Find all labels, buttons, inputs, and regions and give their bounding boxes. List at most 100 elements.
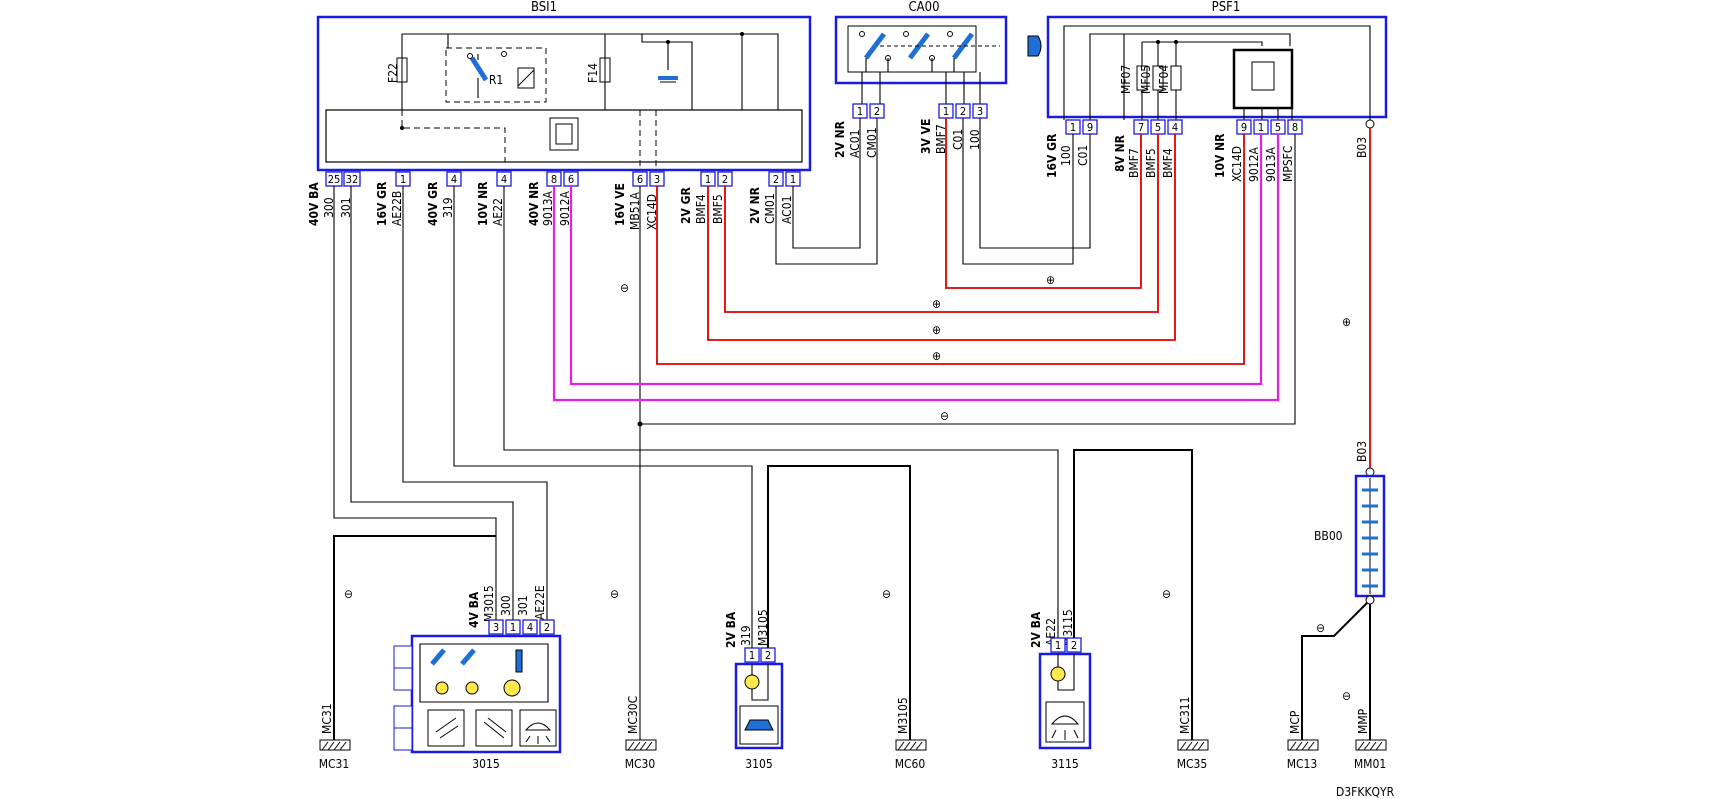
- component-3115: 2V BA AE22 M3115 1 2 3115: [1029, 609, 1092, 771]
- battery-label: BB00: [1314, 529, 1343, 543]
- bsi1-pin: 6: [568, 173, 574, 186]
- fuse-f14-label: F14: [586, 63, 600, 83]
- bsi1-pin: 25: [328, 173, 341, 186]
- psf1-pin: 8: [1292, 121, 1298, 134]
- battery-bb00: B03 BB00: [1314, 441, 1386, 605]
- ca00-pin: 1: [857, 105, 863, 118]
- positive-marker: ⊕: [932, 349, 941, 363]
- reading-light-icon: [475, 709, 513, 747]
- connector-label: 16V GR: [1045, 133, 1059, 178]
- ground-label: MC30: [625, 757, 656, 771]
- fuse-mf04-icon: [1170, 65, 1182, 91]
- wire-label: 100: [1059, 145, 1073, 166]
- wire-label: AC01: [780, 196, 794, 224]
- relay-label: R1: [489, 73, 503, 87]
- wire-label: 301: [516, 595, 530, 616]
- lamp-icon: [1050, 666, 1066, 682]
- bsi1-pin: 1: [705, 173, 711, 186]
- ground-label: MC13: [1287, 757, 1318, 771]
- ca00-pin: 1: [943, 105, 949, 118]
- c3105-label: 3105: [745, 757, 772, 771]
- component-3105: 2V BA 319 M3105 1 2 3105: [724, 609, 784, 771]
- negative-marker: ⊖: [620, 281, 629, 295]
- connector-label: 4V BA: [467, 591, 481, 628]
- connector-label: 10V NR: [476, 181, 490, 226]
- c3115-pin: 1: [1055, 639, 1061, 652]
- wire-label: XC14D: [1230, 146, 1244, 182]
- connector-label: 10V NR: [1213, 133, 1227, 178]
- wire-label: MPSFC: [1281, 146, 1295, 182]
- ground-wire-label: MMP: [1356, 708, 1370, 734]
- wire-label: M3115: [1061, 609, 1075, 646]
- c3015-pin: 4: [527, 621, 533, 634]
- ground-wire-label: MC31: [320, 703, 334, 734]
- c3115-label: 3115: [1051, 757, 1078, 771]
- ca00-pin: 2: [874, 105, 880, 118]
- wire-label: CM01: [763, 193, 777, 224]
- ignition-key-icon: [1027, 35, 1042, 57]
- wire-label: AC01: [848, 130, 862, 158]
- wire-label: 9012A: [1247, 147, 1261, 182]
- psf1-chip-icon: [1251, 61, 1275, 91]
- wire-label: 319: [739, 625, 753, 646]
- connector-label: 2V BA: [724, 611, 738, 648]
- bsi1-pin: 2: [722, 173, 728, 186]
- wire-label: BMF4: [1161, 148, 1175, 178]
- negative-marker: ⊖: [1162, 587, 1171, 601]
- ground-label: MC35: [1177, 757, 1208, 771]
- fuse-mf07-icon: [1136, 65, 1148, 91]
- ground-mc35: MC311 MC35: [1177, 697, 1209, 771]
- relay-contact-icon: [469, 56, 489, 82]
- wire-label: 300: [499, 595, 513, 616]
- lamp-icon: [503, 679, 521, 697]
- wire-label: MB51A: [628, 192, 642, 230]
- wire-label: BMF4: [694, 194, 708, 224]
- negative-marker: ⊖: [344, 587, 353, 601]
- ground-label: MC31: [319, 757, 350, 771]
- negative-marker: ⊖: [1342, 689, 1351, 703]
- ground-mm01: MMP MM01: [1354, 708, 1387, 771]
- component-3015: 4V BA M3015 300 301 AE22E 3 1 4 2 3015: [393, 585, 562, 771]
- psf1-pin: 5: [1275, 121, 1281, 134]
- bsi1-pin: 1: [400, 173, 406, 186]
- c3015-pin: 2: [544, 621, 550, 634]
- c3105-pin: 2: [765, 649, 771, 662]
- wire-label: AE22B: [390, 191, 404, 226]
- wire-label: C01: [1076, 145, 1090, 166]
- bsi1-pin: 4: [501, 173, 507, 186]
- c3105-pin: 1: [749, 649, 755, 662]
- psf1-pin: 1: [1258, 121, 1264, 134]
- negative-marker: ⊖: [610, 587, 619, 601]
- psf1-pin: 4: [1172, 121, 1178, 134]
- lamp-icon: [744, 674, 760, 690]
- wire-label: 319: [441, 197, 455, 218]
- bsi1-pin: 32: [346, 173, 359, 186]
- lamp-icon: [465, 681, 479, 695]
- ground-mc13: MCP MC13: [1287, 710, 1319, 771]
- psf1-pin: 9: [1087, 121, 1093, 134]
- connector-label: 40V GR: [426, 181, 440, 226]
- bsi1-unit: R1 F22 F14: [316, 15, 812, 172]
- connector-label: 16V GR: [375, 181, 389, 226]
- wire-label: BMF5: [1144, 148, 1158, 178]
- bsi1-pin: 3: [654, 173, 660, 186]
- connector-label: 40V BA: [307, 182, 321, 226]
- ca00-ignition-switch: [834, 15, 1042, 104]
- positive-marker: ⊕: [1342, 315, 1351, 329]
- psf1-pin: 5: [1155, 121, 1161, 134]
- ground-mc31: MC31 MC31: [319, 703, 351, 771]
- battery-terminal-label: B03: [1355, 441, 1369, 462]
- psf1-pin: 9: [1241, 121, 1247, 134]
- wire-label: 300: [322, 197, 336, 218]
- c3015-label: 3015: [472, 757, 499, 771]
- ground-points: MC31 MC31 MC30C MC30 M3105 MC60 MC311 MC…: [319, 696, 1387, 771]
- positive-marker: ⊕: [932, 297, 941, 311]
- wire-label: AE22: [491, 198, 505, 226]
- connector-label: 8V NR: [1113, 134, 1127, 172]
- fuse-f22-label: F22: [386, 63, 400, 83]
- wire-label: AE22E: [533, 585, 547, 620]
- psf1-title: PSF1: [1212, 0, 1241, 15]
- psf1-b03-terminal: [1365, 119, 1375, 129]
- negative-marker: ⊖: [882, 587, 891, 601]
